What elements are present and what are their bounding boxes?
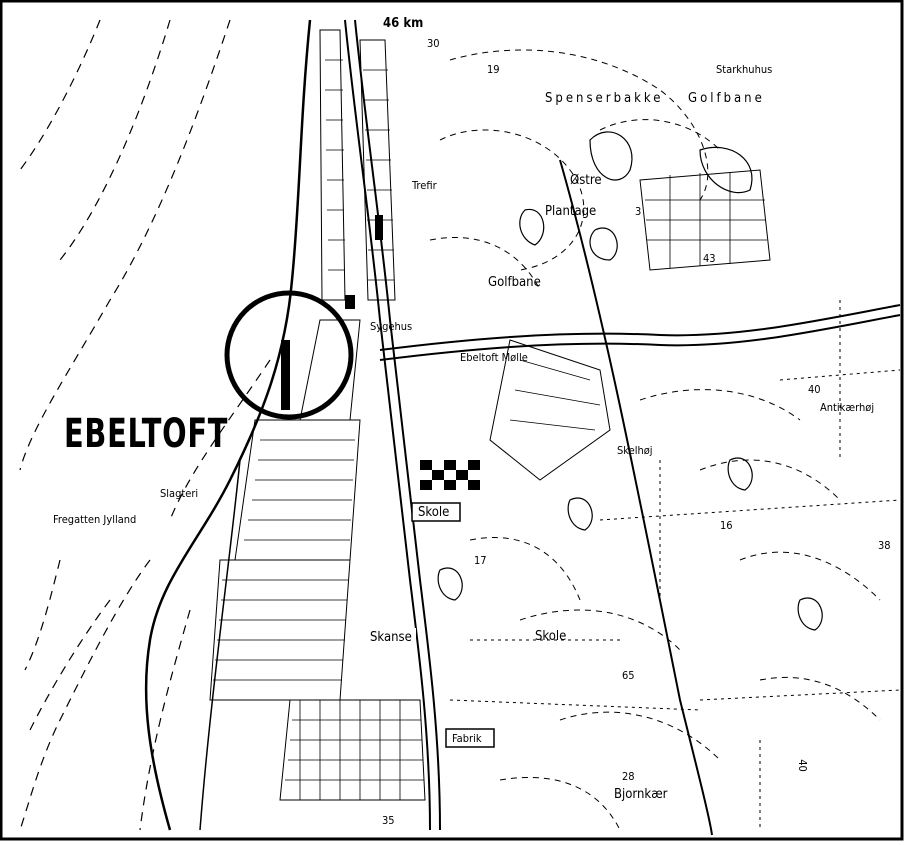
trefir-label: Trefir [412, 179, 437, 192]
distance-label: 46 km [383, 16, 424, 31]
ebeltoft-molle-label: Ebeltoft Mølle [460, 351, 528, 364]
school-checker [420, 460, 480, 490]
num-17-label: 17 [474, 554, 487, 567]
slagteri-label: Slagteri [160, 487, 199, 500]
antikaerhoj-label: Antikærhøj [820, 401, 875, 414]
school-box [411, 502, 461, 522]
town-label: EBELTOFT [64, 411, 229, 457]
skanse-label: Skanse [370, 630, 412, 645]
fregatten-label: Fregatten Jylland [53, 513, 137, 526]
sea-contours [19, 19, 271, 831]
num-3-label: 3 [635, 205, 642, 218]
golfbane-top-label: Golfbane [688, 91, 765, 106]
starkhuhus-label: Starkhuhus [716, 63, 773, 76]
coastline [144, 19, 312, 831]
contour-loops [437, 131, 823, 631]
skelhoj-label: Skelhøj [617, 444, 653, 457]
fabrik-box [445, 728, 495, 748]
grid-19-label: 19 [487, 63, 500, 76]
skole-lower-label: Skole [535, 629, 567, 644]
land-contours [429, 49, 881, 831]
sygehus-label: Sygehus [370, 320, 413, 333]
num-65-label: 65 [622, 669, 635, 682]
num-38-label: 38 [878, 539, 891, 552]
num-28-label: 28 [622, 770, 635, 783]
bjornkaer-label: Bjornkær [614, 787, 668, 802]
plantage-label: Plantage [545, 204, 597, 219]
num-16-label: 16 [720, 519, 733, 532]
num-43-label: 43 [703, 252, 716, 265]
golfbane-label: Golfbane [488, 275, 541, 290]
spenserbakke-label: Spenserbakke [545, 91, 664, 106]
highlight-circle [224, 290, 354, 420]
skole-mid-label: Skole [418, 505, 450, 520]
fabrik-label: Fabrik [452, 732, 482, 745]
num-35-label: 35 [382, 814, 395, 827]
main-roads [199, 19, 901, 836]
field-boundaries [449, 300, 901, 830]
tick-label: 30 [427, 37, 440, 50]
num-40-label: 40 [808, 383, 821, 396]
harbor-building [281, 340, 290, 410]
ostre-label: Østre [570, 173, 602, 188]
num-40b-label: 40 [795, 759, 809, 772]
skanse-box [364, 628, 416, 646]
